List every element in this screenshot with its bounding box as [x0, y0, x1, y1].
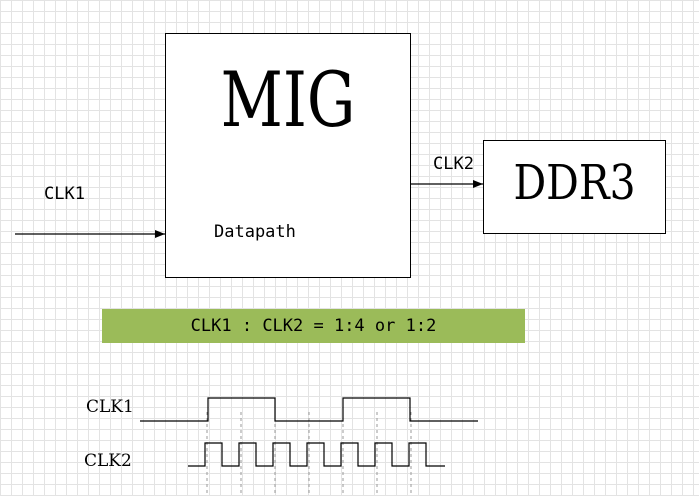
ddr3-block: DDR3 [483, 140, 666, 234]
ddr3-title: DDR3 [513, 155, 636, 211]
clk1-waveform [140, 397, 478, 422]
clk2-output-label: CLK2 [433, 154, 474, 174]
clock-ratio-banner: CLK1 : CLK2 = 1:4 or 1:2 [102, 309, 525, 343]
clk1-input-label: CLK1 [44, 184, 85, 204]
mig-block: MIG Datapath [165, 33, 411, 278]
clk1-waveform-label: CLK1 [86, 397, 134, 417]
clk2-waveform [188, 442, 445, 467]
edge-guides [206, 412, 412, 496]
clk2-waveform-label: CLK2 [84, 451, 132, 471]
timing-diagram [140, 397, 478, 496]
mig-title: MIG [220, 55, 356, 144]
datapath-label: Datapath [214, 222, 296, 242]
